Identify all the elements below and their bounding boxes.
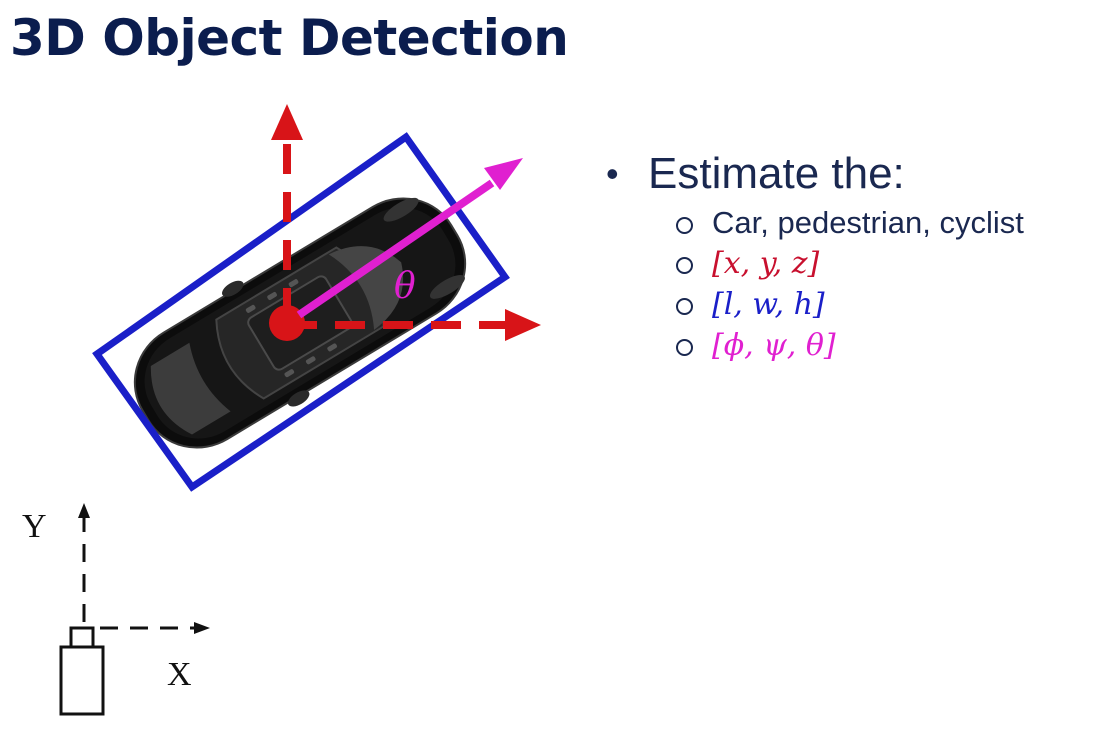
camera-frame (78, 503, 210, 634)
bullet-list: • Estimate the: Car, pedestrian, cyclist… (600, 146, 1024, 365)
sub-bullet-text: [x, y, z] (712, 246, 820, 281)
camera-icon-top (69, 626, 95, 649)
heading-arrow (296, 158, 523, 319)
sub-bullet-dimensions: [l, w, h] (600, 285, 1024, 324)
camera-icon-body (59, 645, 105, 716)
sub-bullet-text: Car, pedestrian, cyclist (712, 205, 1024, 240)
bounding-box (92, 132, 510, 492)
sub-bullet-text: [l, w, h] (712, 287, 825, 322)
theta-label: θ (394, 266, 416, 307)
bullet-text: Estimate the: (648, 149, 905, 198)
sub-bullet-text: [ϕ, ψ, θ] (712, 328, 836, 363)
bullet-estimate: • Estimate the: (600, 146, 1024, 202)
circle-bullet-icon (676, 257, 693, 274)
bullet-dot-icon: • (606, 153, 619, 194)
y-axis-label: Y (22, 508, 47, 545)
position-axes (269, 104, 541, 341)
page-title: 3D Object Detection (10, 9, 569, 67)
circle-bullet-icon (676, 217, 693, 234)
sub-bullet-orientation: [ϕ, ψ, θ] (600, 326, 1024, 365)
sub-bullet-position: [x, y, z] (600, 244, 1024, 283)
x-axis-label: X (167, 656, 192, 693)
circle-bullet-icon (676, 298, 693, 315)
circle-bullet-icon (676, 339, 693, 356)
sub-bullet-classes: Car, pedestrian, cyclist (600, 204, 1024, 242)
